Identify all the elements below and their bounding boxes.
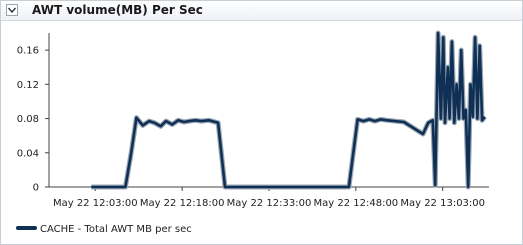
collapse-button[interactable]: [6, 4, 18, 16]
panel-title: AWT volume(MB) Per Sec: [32, 3, 203, 17]
series-line-shadow: [91, 30, 487, 190]
x-tick-label: May 22 12:03:00: [53, 198, 138, 209]
x-tick-label: May 22 12:18:00: [140, 198, 225, 209]
y-axis-ticks: 0 0.04 0.08 0.12 0.16: [17, 46, 49, 194]
legend-label: CACHE - Total AWT MB per sec: [40, 224, 192, 235]
y-tick-label: 0.04: [17, 148, 39, 159]
y-tick-label: 0.08: [17, 114, 39, 125]
series-layer: [91, 30, 487, 190]
y-tick-label: 0.12: [17, 80, 39, 91]
x-tick-label: May 22 13:03:00: [400, 198, 485, 209]
y-tick-label: 0.16: [17, 46, 39, 57]
legend: CACHE - Total AWT MB per sec: [16, 224, 192, 235]
x-tick-label: May 22 12:33:00: [227, 198, 312, 209]
panel-header: AWT volume(MB) Per Sec: [1, 1, 522, 21]
x-tick-label: May 22 12:48:00: [314, 198, 399, 209]
y-tick-label: 0: [33, 183, 39, 194]
series-line: [91, 31, 486, 189]
chevron-down-icon: [8, 7, 16, 13]
